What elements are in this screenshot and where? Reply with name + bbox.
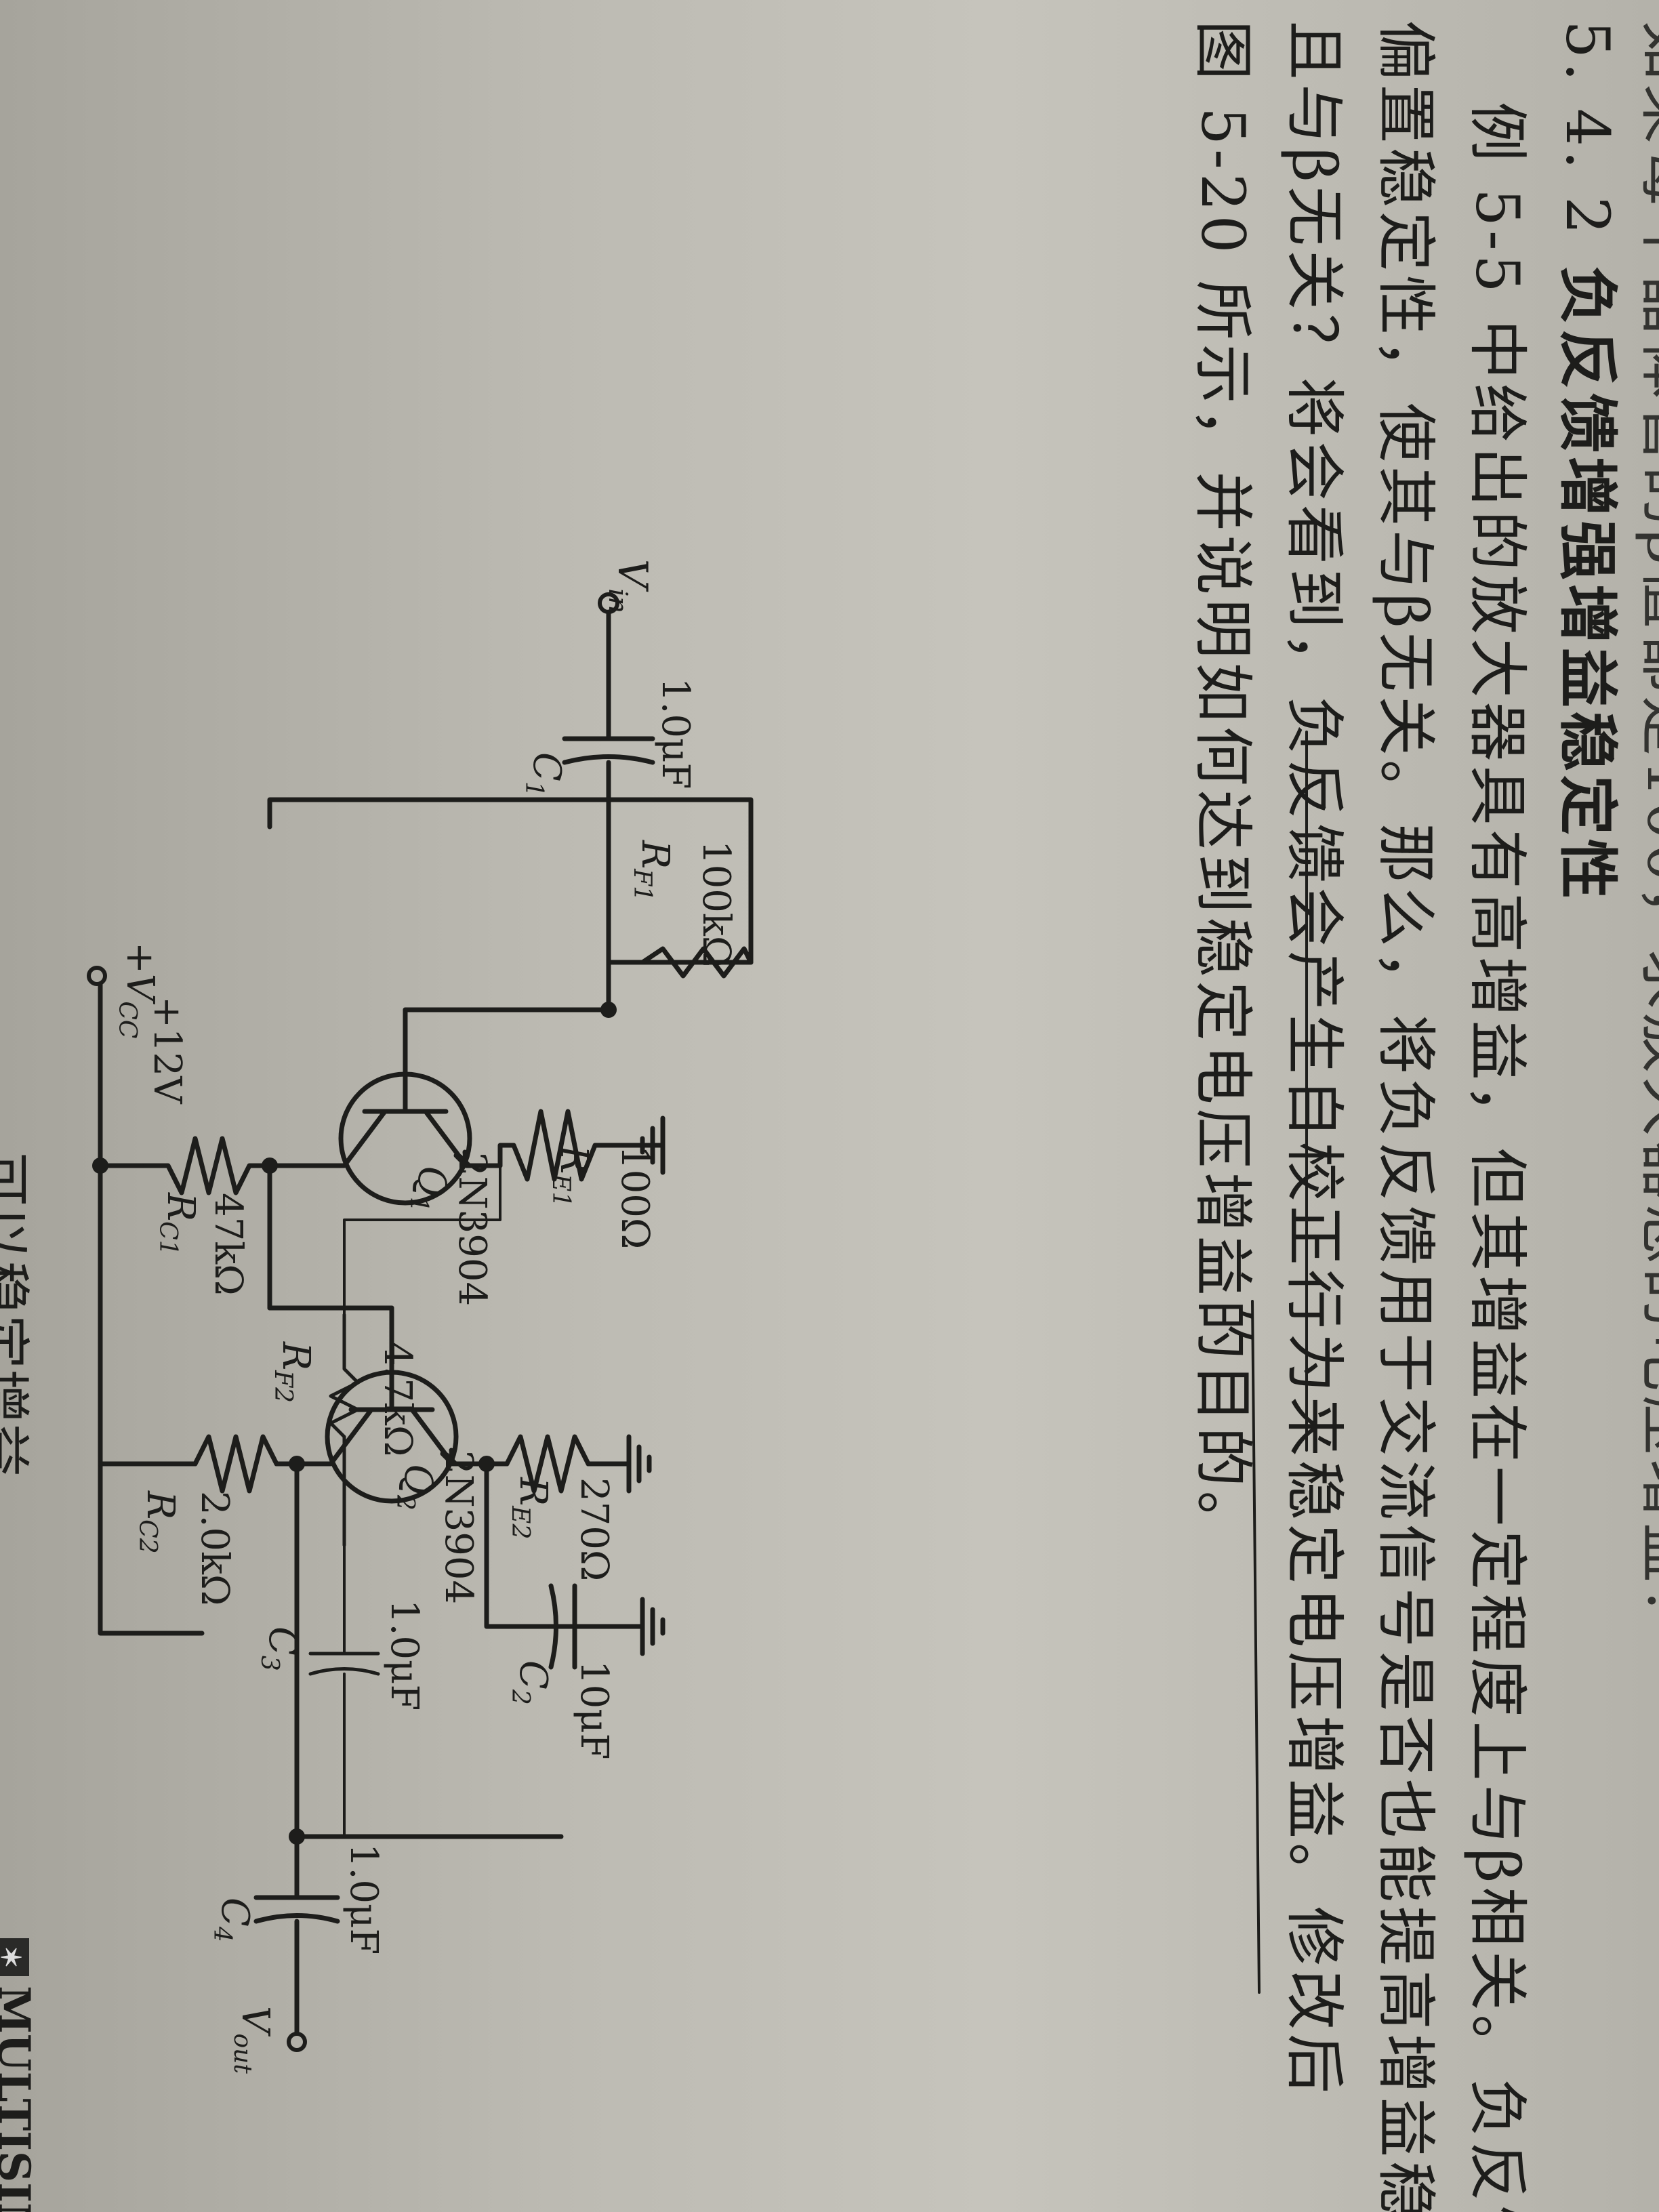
re1-value: 100Ω [613,1145,657,1249]
rf1-value: 100kΩ [694,840,738,967]
rf2-label: RF2 [269,1341,318,1403]
junction-vcc [92,1158,108,1174]
ground-symbol-2 [626,1434,652,1494]
c1-value: 1.0μF [653,678,697,789]
pen-strike [1251,1300,1261,1994]
q1-collector-lead [267,1109,388,1168]
q1-emitter-arrow [453,1149,469,1168]
re2-value: 270Ω [572,1477,616,1581]
circuit-wires [87,592,1308,2052]
re2-label: RE2 [506,1477,555,1539]
rf1-label: RF1 [628,840,677,901]
vcc-rail [98,1163,205,1636]
rf2-resistor [329,1313,360,1547]
c2-value: 10μF [572,1660,616,1760]
vcc-value: +12V [145,996,189,1105]
c1-plate-b [562,754,655,765]
vout-terminal [287,2032,307,2052]
junction-out [289,1828,305,1845]
c1-label: C1 [520,752,569,797]
c3-label: C3 [255,1626,304,1671]
re2-resistor [484,1434,632,1494]
q2-part: 2N3904 [436,1450,480,1604]
q1-label: Q1 [405,1166,453,1212]
feedback-wire-e1 [343,1164,501,1316]
q2-label: Q2 [391,1464,440,1511]
vout-label: Vout [228,2006,277,2074]
c2-label: C2 [506,1660,555,1705]
rf1-resistor [606,946,754,979]
vcc-label: +VCC [113,942,162,1038]
re1-label: RE1 [547,1145,596,1207]
vin-label: Vin [603,559,656,613]
q2-collector-lead [294,1407,374,1467]
ground-symbol-1 [640,1115,665,1175]
junction-emitter2 [478,1456,495,1472]
vcc-terminal [87,966,107,986]
rc1-value: 47kΩ [206,1193,250,1296]
circuit-labels: Vin 1.0μF C1 RF1 100kΩ RE1 100Ω Q1 2N390… [113,559,738,2074]
c2-wire [484,1461,577,1629]
c4-value: 1.0μF [342,1843,386,1954]
rc1-label: RC1 [154,1192,203,1256]
junction-base1 [600,1002,617,1018]
rc1-resistor [138,1136,272,1195]
c4-plate-b [253,1913,340,1924]
ground-symbol-3 [640,1597,665,1656]
rc2-label: RC2 [134,1490,182,1554]
rc2-resistor [98,1434,300,1494]
rf1-wire-top [267,797,754,1012]
circuit-junctions [92,1002,617,1845]
rf2-value: 4.7kΩ [375,1342,419,1456]
c4-label: C4 [208,1898,257,1942]
c3-plate-b [308,1667,380,1676]
re1-resistor [497,1109,618,1182]
q1-part: 2N3904 [450,1152,494,1306]
c3-value: 1.0μF [382,1599,426,1711]
junction-collector1 [262,1158,278,1174]
q2-emitter-arrow [440,1448,455,1467]
rc2-value: 2.0kΩ [192,1491,237,1605]
junction-collector2 [289,1456,305,1472]
